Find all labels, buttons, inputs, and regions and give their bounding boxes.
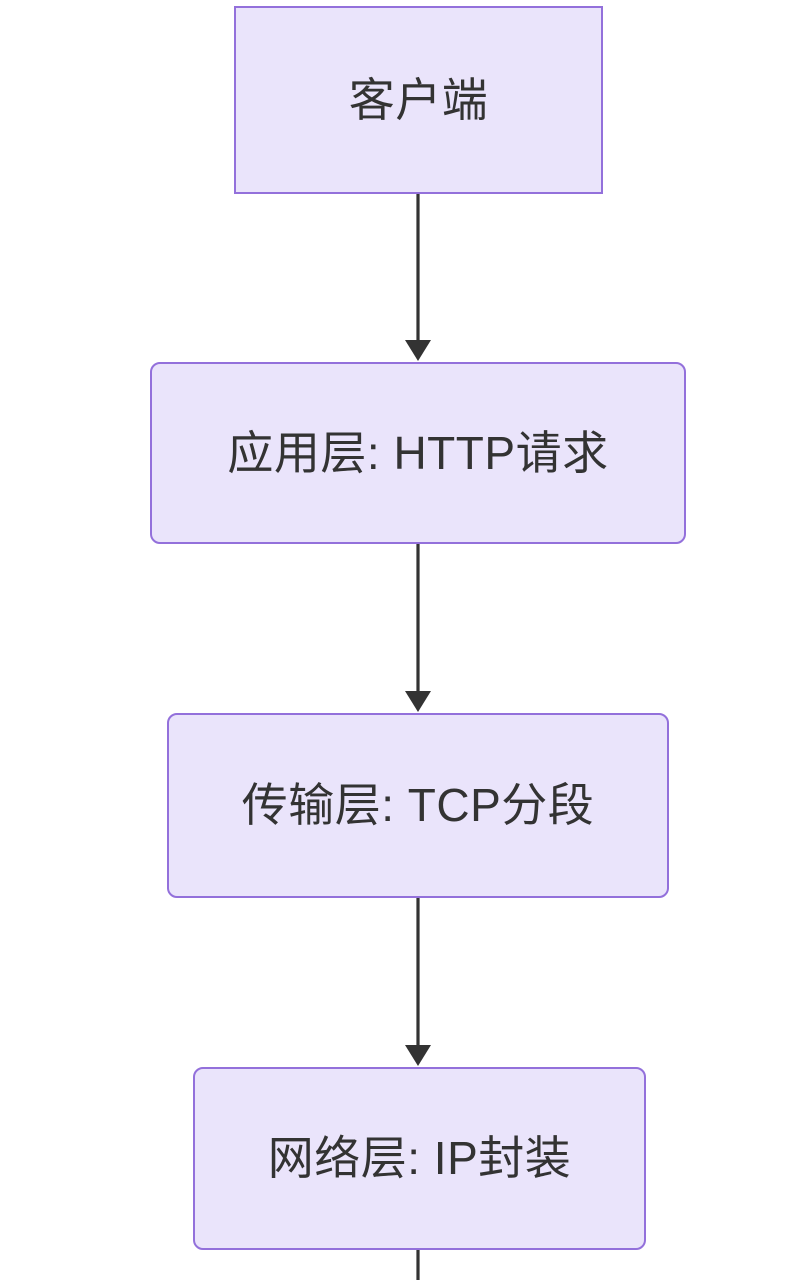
node-application-layer-label: 应用层: HTTP请求 [227, 426, 609, 479]
node-transport-layer[interactable]: 传输层: TCP分段 [167, 713, 669, 898]
edge-client-to-application [405, 194, 431, 361]
edge-application-to-transport [405, 544, 431, 712]
node-network-layer[interactable]: 网络层: IP封装 [193, 1067, 646, 1250]
node-client-label: 客户端 [348, 73, 489, 126]
node-application-layer[interactable]: 应用层: HTTP请求 [150, 362, 686, 544]
node-network-layer-label: 网络层: IP封装 [267, 1132, 572, 1185]
node-transport-layer-label: 传输层: TCP分段 [241, 779, 595, 832]
edge-transport-to-network [405, 898, 431, 1066]
node-client[interactable]: 客户端 [234, 6, 603, 194]
